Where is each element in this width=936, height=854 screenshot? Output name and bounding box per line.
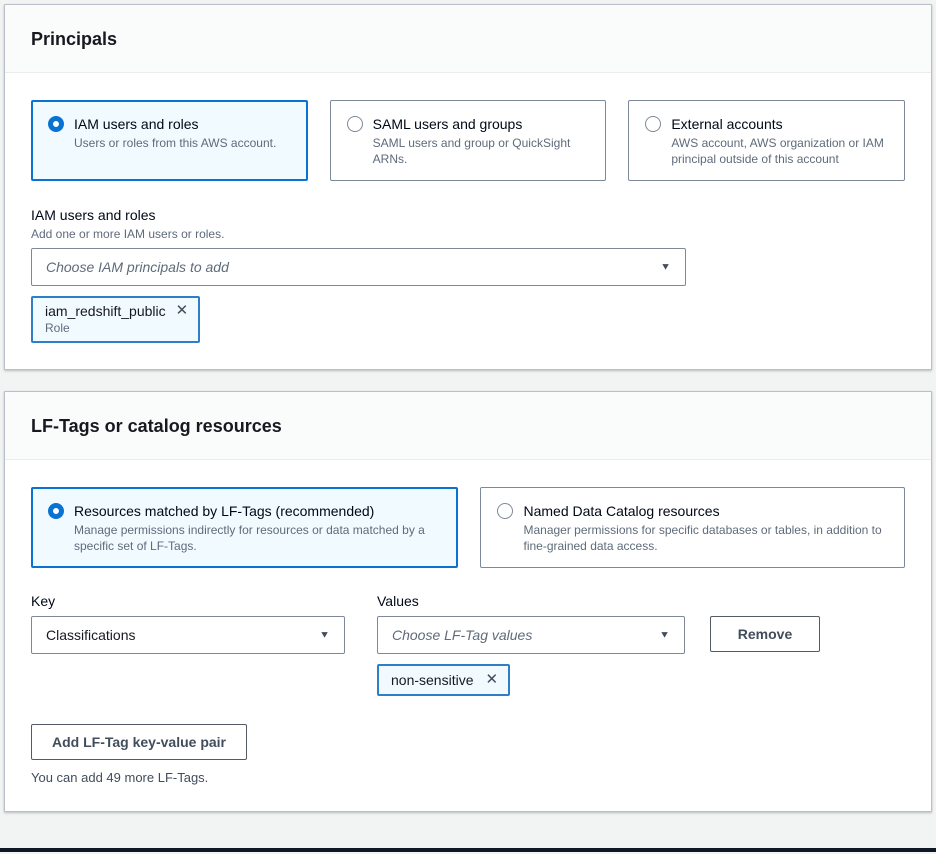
principals-panel-body: IAM users and roles Users or roles from …	[5, 73, 931, 369]
tile-resources-matched-by-lftags[interactable]: Resources matched by LF-Tags (recommende…	[31, 487, 459, 568]
token-line: non-sensitive ✕	[391, 671, 499, 689]
tile-description: Manage permissions indirectly for resour…	[74, 523, 425, 553]
values-label: Values	[377, 593, 419, 609]
principal-type-tiles: IAM users and roles Users or roles from …	[31, 100, 906, 181]
tile-description: Manager permissions for specific databas…	[523, 523, 882, 553]
values-select[interactable]: Choose LF-Tag values ▼	[377, 616, 685, 654]
add-lftag-pair-button[interactable]: Add LF-Tag key-value pair	[31, 724, 247, 760]
principals-panel-header: Principals	[5, 5, 931, 73]
lftags-panel-header: LF-Tags or catalog resources	[5, 392, 931, 460]
remove-column: Remove	[710, 593, 820, 652]
tile-label: External accounts	[671, 116, 783, 132]
tile-description: SAML users and group or QuickSight ARNs.	[372, 136, 571, 166]
caret-down-icon: ▼	[659, 629, 670, 641]
token-line: iam_redshift_public ✕	[45, 302, 189, 320]
tile-head: Resources matched by LF-Tags (recommende…	[48, 503, 441, 519]
iam-principals-field: IAM users and roles Add one or more IAM …	[31, 207, 905, 343]
key-select-value: Classifications	[46, 627, 136, 643]
lftags-panel: LF-Tags or catalog resources Resources m…	[4, 391, 932, 812]
select-placeholder: Choose LF-Tag values	[392, 627, 533, 643]
caret-down-icon: ▼	[319, 629, 330, 641]
token-label: non-sensitive	[391, 672, 474, 688]
tile-saml-users-and-groups[interactable]: SAML users and groups SAML users and gro…	[329, 100, 607, 181]
tile-label: IAM users and roles	[74, 116, 199, 132]
tile-iam-users-and-roles[interactable]: IAM users and roles Users or roles from …	[31, 100, 308, 181]
lftag-key-value-row: Key Classifications ▼ Values Choose LF-T…	[31, 593, 905, 696]
remove-button[interactable]: Remove	[710, 616, 820, 652]
iam-principals-label: IAM users and roles	[31, 207, 156, 223]
tile-head: Named Data Catalog resources	[497, 503, 888, 519]
lftag-limit-note: You can add 49 more LF-Tags.	[31, 770, 209, 785]
tile-label: Resources matched by LF-Tags (recommende…	[74, 503, 375, 519]
tile-description: AWS account, AWS organization or IAM pri…	[671, 136, 884, 166]
tile-named-data-catalog-resources[interactable]: Named Data Catalog resources Manager per…	[480, 487, 905, 568]
tile-label: SAML users and groups	[372, 116, 523, 132]
tile-external-accounts[interactable]: External accounts AWS account, AWS organ…	[628, 100, 906, 181]
radio-checked-icon[interactable]	[48, 503, 64, 519]
tile-label: Named Data Catalog resources	[523, 503, 720, 519]
radio-unchecked-icon[interactable]	[346, 116, 363, 132]
token-label: iam_redshift_public	[45, 303, 166, 319]
page: Principals IAM users and roles Users or …	[4, 4, 932, 812]
principal-token: iam_redshift_public ✕ Role	[31, 296, 201, 343]
window-bottom-edge	[0, 848, 936, 852]
principals-panel: Principals IAM users and roles Users or …	[4, 4, 932, 370]
token-type: Role	[45, 321, 70, 335]
tile-head: IAM users and roles	[48, 116, 291, 132]
add-row: Add LF-Tag key-value pair	[31, 724, 905, 760]
key-label: Key	[31, 593, 56, 609]
dismiss-icon[interactable]: ✕	[485, 671, 499, 688]
resource-type-tiles: Resources matched by LF-Tags (recommende…	[31, 487, 905, 568]
tile-head: SAML users and groups	[346, 116, 590, 132]
lftags-panel-body: Resources matched by LF-Tags (recommende…	[5, 460, 931, 811]
lftag-value-token: non-sensitive ✕	[377, 664, 511, 696]
radio-checked-icon[interactable]	[48, 116, 64, 132]
radio-unchecked-icon[interactable]	[497, 503, 514, 519]
tile-head: External accounts	[645, 116, 888, 132]
select-placeholder: Choose IAM principals to add	[46, 259, 229, 275]
tile-description: Users or roles from this AWS account.	[74, 136, 277, 150]
lftags-panel-title: LF-Tags or catalog resources	[31, 416, 282, 436]
dismiss-icon[interactable]: ✕	[175, 302, 189, 319]
iam-principals-description: Add one or more IAM users or roles.	[31, 227, 225, 241]
key-select[interactable]: Classifications ▼	[31, 616, 345, 654]
key-column: Key Classifications ▼	[31, 593, 345, 654]
radio-unchecked-icon[interactable]	[645, 116, 662, 132]
iam-principals-select[interactable]: Choose IAM principals to add ▼	[31, 248, 686, 286]
values-column: Values Choose LF-Tag values ▼ non-sensit…	[377, 593, 685, 696]
principals-panel-title: Principals	[31, 29, 118, 49]
caret-down-icon: ▼	[660, 261, 671, 273]
